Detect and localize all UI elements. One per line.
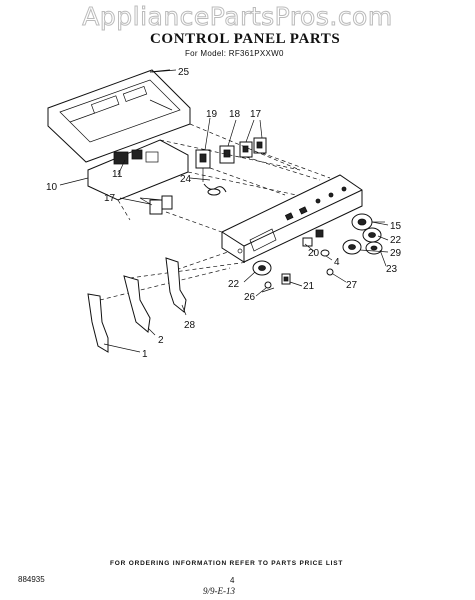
callout-1: 1 xyxy=(142,349,148,360)
callout-17-upper: 17 xyxy=(250,109,262,120)
part-17-switch-lower xyxy=(139,195,173,215)
part-22-knob-right xyxy=(362,227,382,243)
part-22-knob-left xyxy=(252,260,272,276)
part-21-bracket xyxy=(281,273,291,285)
part-24-connector xyxy=(203,183,227,196)
callout-19: 19 xyxy=(206,109,218,120)
assembly-leader-lines xyxy=(99,123,331,301)
callout-27: 27 xyxy=(346,280,358,291)
callout-20: 20 xyxy=(308,248,320,259)
document-number: 884935 xyxy=(18,575,45,584)
part-29-knob xyxy=(342,239,362,255)
callout-24: 24 xyxy=(180,174,192,185)
callout-leaders xyxy=(59,69,389,297)
handwritten-note: 9/9-E-13 xyxy=(203,586,235,596)
callout-29: 29 xyxy=(390,248,402,259)
model-subtitle: For Model: RF361PXXW0 xyxy=(185,49,284,58)
part-1-side-trim xyxy=(87,293,141,353)
callout-2: 2 xyxy=(158,335,164,346)
part-2-end-cap xyxy=(123,275,156,336)
part-26-clip xyxy=(261,281,275,293)
callout-26: 26 xyxy=(244,292,256,303)
ordering-info-note: FOR ORDERING INFORMATION REFER TO PARTS … xyxy=(110,560,344,567)
part-19-switch xyxy=(195,117,211,182)
part-17-switches-upper xyxy=(239,119,267,158)
callout-11: 11 xyxy=(112,169,123,180)
callout-18: 18 xyxy=(229,109,241,120)
callout-10: 10 xyxy=(46,182,58,193)
callout-4: 4 xyxy=(334,257,340,268)
callout-21: 21 xyxy=(303,281,315,292)
callout-15: 15 xyxy=(390,221,402,232)
callout-22-left: 22 xyxy=(228,279,240,290)
callout-28: 28 xyxy=(184,320,196,331)
callout-17-lower: 17 xyxy=(104,193,116,204)
part-15-knob xyxy=(351,213,385,231)
callout-25: 25 xyxy=(178,67,190,78)
part-18-switch xyxy=(219,119,237,164)
control-panel-console xyxy=(221,174,363,263)
part-23-knob xyxy=(365,241,383,255)
part-4-lens xyxy=(320,249,330,257)
diagram-title: CONTROL PANEL PARTS xyxy=(150,31,341,47)
callout-23: 23 xyxy=(386,264,398,275)
watermark: AppliancePartsPros.com xyxy=(82,2,393,32)
page-number: 4 xyxy=(230,576,235,585)
callout-22-right: 22 xyxy=(390,235,402,246)
part-27-screw xyxy=(326,268,334,276)
part-28-end-trim xyxy=(165,257,187,316)
